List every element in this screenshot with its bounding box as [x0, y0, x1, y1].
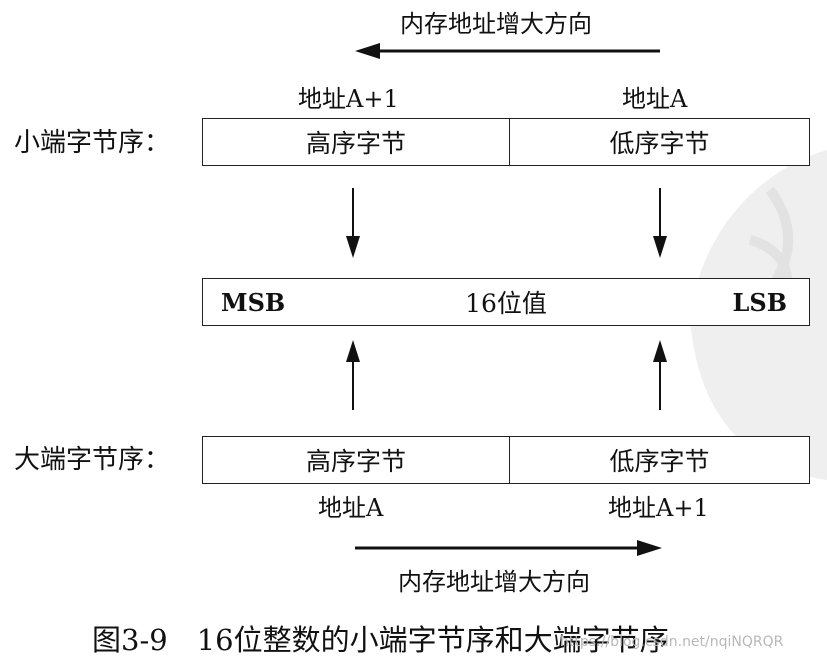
sixteen-bit-value-box: MSB 16位值 LSB: [202, 278, 810, 326]
top-direction-label: 内存地址增大方向: [400, 10, 592, 38]
big-endian-byte-box: 高序字节 低序字节: [202, 436, 810, 484]
bottom-direction-label: 内存地址增大方向: [398, 568, 590, 596]
little-endian-low-byte-cell: 低序字节: [609, 129, 710, 158]
big-endian-left-address: 地址A: [318, 494, 384, 522]
figure-caption: 图3-9 16位整数的小端字节序和大端字节序: [92, 623, 669, 657]
down-arrow-right: [653, 188, 667, 258]
up-arrow-left: [346, 340, 360, 410]
little-endian-high-byte-cell: 高序字节: [305, 129, 406, 158]
little-endian-byte-box: 高序字节 低序字节: [202, 118, 810, 166]
big-endian-row-label: 大端字节序：: [14, 445, 171, 475]
big-endian-high-byte-cell: 高序字节: [305, 447, 406, 476]
up-arrow-right: [653, 340, 667, 410]
little-endian-left-address: 地址A+1: [298, 85, 399, 113]
little-endian-row-label: 小端字节序：: [14, 128, 171, 158]
big-endian-right-address: 地址A+1: [608, 494, 709, 522]
big-endian-low-byte-cell: 低序字节: [609, 447, 710, 476]
sixteen-bit-value-label: 16位值: [465, 289, 547, 318]
bottom-direction-arrow: [355, 540, 662, 556]
big-endian-cell-divider: [509, 437, 510, 483]
msb-label: MSB: [221, 287, 286, 317]
lsb-label: LSB: [732, 287, 788, 317]
little-endian-cell-divider: [509, 119, 510, 165]
little-endian-right-address: 地址A: [622, 85, 688, 113]
watermark-text: https://blog.csdn.net/nqiNQRQR: [560, 634, 784, 650]
top-direction-arrow: [355, 43, 660, 59]
down-arrow-left: [346, 188, 360, 258]
